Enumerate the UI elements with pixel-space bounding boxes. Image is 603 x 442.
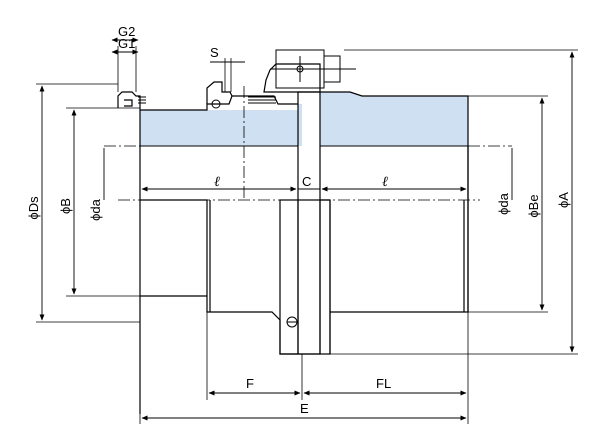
gear-teeth-detail bbox=[138, 96, 276, 109]
label-g2: G2 bbox=[118, 24, 135, 39]
dimension-labels: G2 G1 S ϕDs ϕB ϕda ℓ C ℓ ϕda ϕBe ϕA F FL… bbox=[26, 24, 571, 416]
label-g1: G1 bbox=[118, 36, 135, 51]
extension-lines bbox=[36, 46, 578, 424]
centerlines bbox=[104, 86, 512, 201]
right-flange-outline bbox=[263, 63, 321, 93]
left-sleeve-outline bbox=[117, 91, 141, 110]
label-phi-da-right: ϕda bbox=[496, 192, 511, 215]
label-e: E bbox=[300, 401, 309, 416]
left-flange-outline bbox=[206, 81, 233, 104]
hub-section-fill bbox=[140, 92, 468, 146]
dimension-lines bbox=[39, 37, 575, 421]
label-c: C bbox=[302, 174, 311, 189]
label-fl: FL bbox=[376, 376, 391, 391]
flange-pin-symbol bbox=[286, 316, 298, 328]
left-hub-outline bbox=[140, 95, 298, 111]
label-phi-a: ϕA bbox=[556, 192, 571, 208]
center-flange-block bbox=[279, 199, 331, 355]
label-phi-b: ϕB bbox=[58, 198, 73, 214]
label-phi-be: ϕBe bbox=[526, 194, 541, 217]
coupling-outline bbox=[117, 63, 469, 414]
label-f: F bbox=[246, 376, 254, 391]
label-phi-ds: ϕDs bbox=[26, 196, 41, 220]
label-s: S bbox=[210, 45, 219, 60]
label-phi-da-left: ϕda bbox=[88, 198, 103, 221]
bolt-assembly bbox=[270, 49, 356, 89]
label-ell-right: ℓ bbox=[382, 175, 388, 190]
label-ell-left: ℓ bbox=[214, 175, 220, 190]
